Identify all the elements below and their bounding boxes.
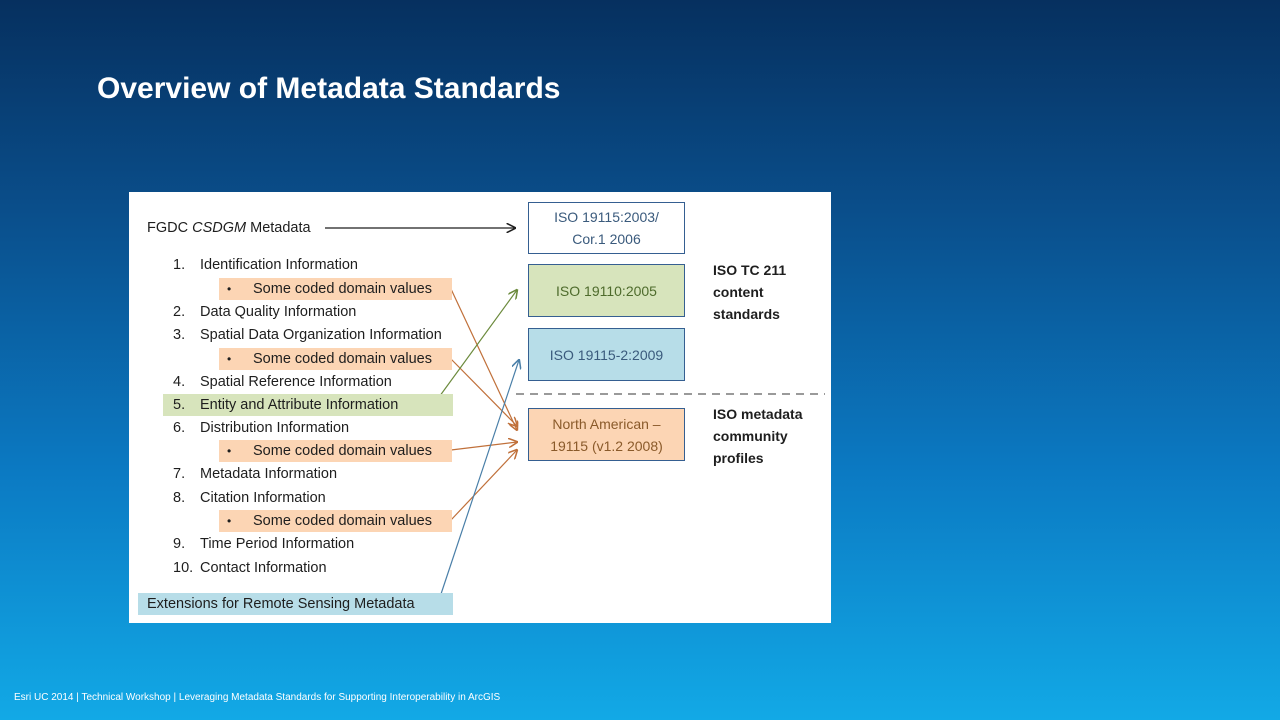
section-label-1: Identification Information <box>200 257 358 273</box>
section-number-3: 3. <box>173 327 186 343</box>
iso-tc211-group-label: ISO TC 211 content standards <box>713 259 786 325</box>
iso-19110-box: ISO 19110:2005 <box>528 264 685 317</box>
profiles-line2: community <box>713 428 788 444</box>
coded-domain-highlight-1 <box>219 278 452 300</box>
fgdc-suffix: Metadata <box>246 220 311 236</box>
bullet-1: • <box>227 282 232 296</box>
iso-19115-line1: ISO 19115:2003/ <box>554 209 659 225</box>
coded-domain-3-arrow <box>450 442 517 451</box>
tc211-line2: content <box>713 284 764 300</box>
metadata-standards-diagram: FGDC CSDGM Metadata 1. Identification In… <box>129 192 831 623</box>
north-american-line1: North American – <box>552 415 661 432</box>
extensions-remote-sensing-label: Extensions for Remote Sensing Metadata <box>147 596 415 612</box>
footer-event: Esri UC 2014 | Technical Workshop | <box>14 692 177 703</box>
coded-domain-label-3: Some coded domain values <box>253 443 432 459</box>
fgdc-italic: CSDGM <box>192 220 247 236</box>
iso-community-profiles-group-label: ISO metadata community profiles <box>713 403 802 469</box>
diagram-connectors <box>325 192 825 598</box>
entity-attribute-highlight <box>163 394 453 416</box>
coded-domain-4-arrow <box>450 450 517 521</box>
section-label-4: Spatial Reference Information <box>200 374 392 390</box>
bullet-3: • <box>227 444 232 458</box>
coded-domain-label-1: Some coded domain values <box>253 281 432 297</box>
remote-sensing-arrow <box>439 360 519 598</box>
section-label-6: Distribution Information <box>200 420 350 436</box>
section-number-8: 8. <box>173 490 186 506</box>
north-american-line2: 19115 (v1.2 2008) <box>550 437 663 454</box>
coded-domain-highlight-3 <box>219 440 452 462</box>
bullet-2: • <box>227 352 232 366</box>
section-number-4: 4. <box>173 374 186 390</box>
section-label-8: Citation Information <box>200 490 326 506</box>
iso-19115-2-box: ISO 19115-2:2009 <box>528 328 685 381</box>
slide-title: Overview of Metadata Standards <box>97 72 561 105</box>
section-number-2: 2. <box>173 304 186 320</box>
section-label-5: Entity and Attribute Information <box>200 397 399 413</box>
section-label-3: Spatial Data Organization Information <box>200 327 442 343</box>
tc211-line1: ISO TC 211 <box>713 262 787 278</box>
coded-domain-highlight-4 <box>219 510 452 532</box>
north-american-profile-box: North American – 19115 (v1.2 2008) <box>528 408 685 461</box>
remote-sensing-highlight <box>138 593 453 615</box>
section-label-10: Contact Information <box>200 560 327 576</box>
fgdc-prefix: FGDC <box>147 220 193 236</box>
profiles-line3: profiles <box>713 450 764 466</box>
coded-domain-highlight-2 <box>219 348 452 370</box>
iso-19115-2003-box: ISO 19115:2003/ Cor.1 2006 <box>528 202 685 254</box>
section-label-9: Time Period Information <box>200 536 355 552</box>
section-number-6: 6. <box>173 420 186 436</box>
section-number-9: 9. <box>173 536 186 552</box>
profiles-line1: ISO metadata <box>713 406 803 422</box>
coded-domain-2-arrow <box>450 358 517 426</box>
section-label-2: Data Quality Information <box>200 304 357 320</box>
section-label-7: Metadata Information <box>200 466 338 482</box>
coded-domain-1-arrow <box>450 288 517 430</box>
footer-session-title: Leveraging Metadata Standards for Suppor… <box>178 692 501 703</box>
bullet-4: • <box>227 514 232 528</box>
iso-19115-line2: Cor.1 2006 <box>572 231 641 247</box>
section-number-7: 7. <box>173 466 186 482</box>
section-number-1: 1. <box>173 257 186 273</box>
coded-domain-label-4: Some coded domain values <box>253 513 432 529</box>
iso-19115-2-label: ISO 19115-2:2009 <box>549 346 664 363</box>
section-number-10: 10. <box>173 560 194 576</box>
section-number-5: 5. <box>173 397 186 413</box>
coded-domain-label-2: Some coded domain values <box>253 351 432 367</box>
tc211-line3: standards <box>713 306 780 322</box>
slide-footer: Esri UC 2014 | Technical Workshop | Leve… <box>14 692 500 703</box>
entity-attribute-arrow <box>433 290 517 405</box>
fgdc-csdgm-label: FGDC CSDGM Metadata <box>147 219 311 237</box>
iso-19110-label: ISO 19110:2005 <box>556 282 657 299</box>
